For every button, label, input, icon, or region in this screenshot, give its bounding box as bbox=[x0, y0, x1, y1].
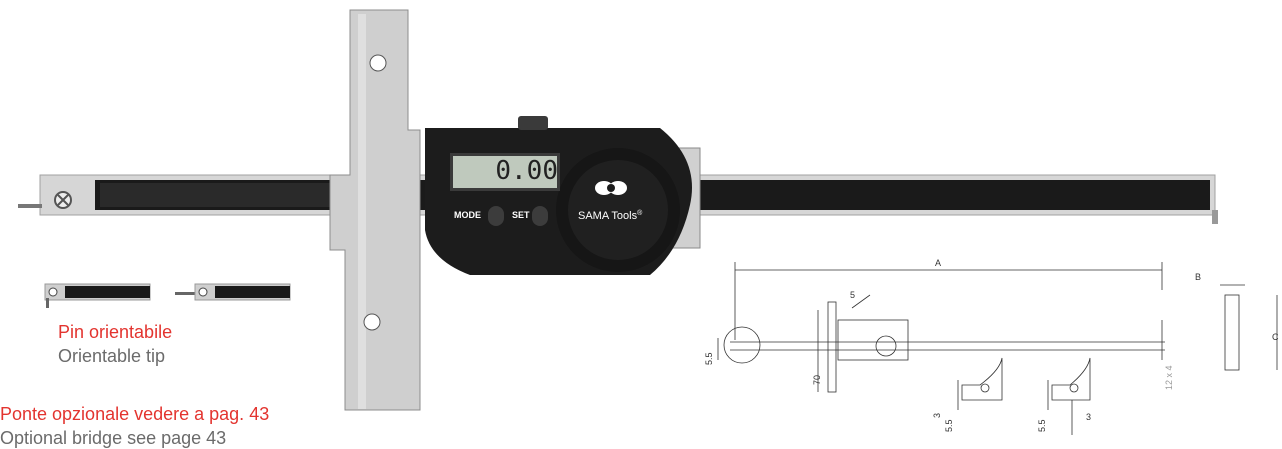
brand-logo-icon bbox=[593, 178, 629, 198]
dim-5-5b: 5.5 bbox=[944, 419, 954, 432]
dim-5-5c: 5.5 bbox=[1037, 419, 1047, 432]
bridge-caption-en: Optional bridge see page 43 bbox=[0, 428, 227, 448]
caliper-photo bbox=[18, 9, 1218, 411]
mode-label: MODE bbox=[454, 210, 481, 220]
depth-base bbox=[329, 9, 421, 411]
dim-c: C bbox=[1272, 332, 1279, 342]
ruler-end-tip bbox=[1212, 210, 1218, 224]
mode-button[interactable] bbox=[488, 206, 504, 226]
bridge-caption-it: Ponte opzionale vedere a pag. 43 bbox=[0, 404, 270, 424]
base-hole-bottom bbox=[363, 313, 381, 331]
dim-5-5: 5.5 bbox=[704, 352, 714, 365]
pin-caption-en: Orientable tip bbox=[58, 346, 166, 366]
pin-thumbnails bbox=[44, 283, 291, 308]
lcd-display bbox=[450, 153, 560, 191]
dim-3a: 3 bbox=[932, 413, 942, 418]
dim-70: 70 bbox=[812, 375, 822, 385]
adjust-knob bbox=[518, 116, 548, 130]
pin-caption-it: Pin orientabile bbox=[58, 322, 173, 342]
dim-5: 5 bbox=[850, 290, 855, 300]
dim-12x4: 12 x 4 bbox=[1164, 365, 1174, 390]
set-button[interactable] bbox=[532, 206, 548, 226]
base-hole-top bbox=[369, 54, 387, 72]
lcd-value: 0.00 bbox=[495, 156, 558, 186]
dim-a: A bbox=[935, 258, 941, 268]
probe-pin bbox=[18, 204, 42, 208]
dim-b: B bbox=[1195, 272, 1201, 282]
set-label: SET bbox=[512, 210, 530, 220]
dim-3b: 3 bbox=[1086, 412, 1091, 422]
brand-name: SAMA Tools® bbox=[578, 210, 643, 222]
technical-drawing: A B C 5 5.5 70 12 x 4 3 5.5 3 5.5 bbox=[704, 258, 1279, 435]
